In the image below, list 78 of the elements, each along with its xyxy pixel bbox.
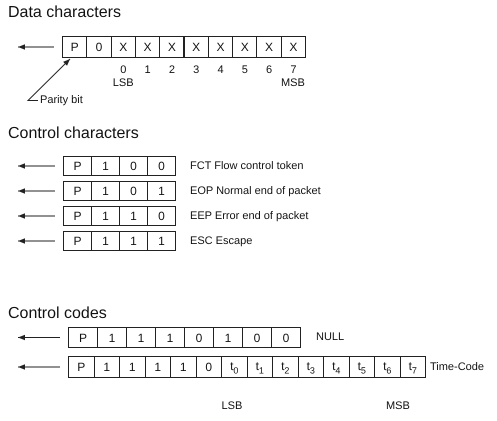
bit-field: P [63,206,92,226]
bit-field: 1 [170,356,196,378]
bit-field: t$_{2}$ [272,356,298,378]
bit-field: t$_{3}$ [298,356,324,378]
arrow [18,163,56,169]
bit-label: 4 [217,64,224,77]
code-description: FCT Flow control token [190,160,304,173]
bit-label: 5 [242,64,248,77]
bit-field: 1 [144,356,171,378]
bit-label: MSB [281,77,305,90]
arrow [18,364,60,370]
bit-field: X [110,36,136,58]
bit-field: 0 [119,181,148,201]
bit-field: 1 [97,327,127,348]
bit-field: P [63,181,92,201]
leader-text: Parity bit [40,94,83,107]
section-heading: Data characters [8,4,121,22]
section-heading: Control codes [8,305,107,323]
bit-field: 1 [155,327,185,348]
bit-field: 0 [184,327,214,348]
bit-field: 1 [213,327,243,348]
bit-label: LSB [112,77,134,90]
bit-field: t$_{0}$ [221,356,248,378]
arrow [18,44,54,50]
bit-field: t$_{7}$ [400,356,426,378]
code-description: ESC Escape [190,235,252,248]
bit-label: 3 [193,64,200,77]
bit-field: 0 [147,156,176,176]
leader-line [26,58,70,101]
arrow [18,213,56,219]
bit-field: t$_{1}$ [246,356,273,378]
bit-field: 1 [91,206,120,226]
bit-label: 6 [266,64,272,77]
bit-field: t$_{6}$ [374,356,400,378]
bit-field: 1 [91,156,120,176]
bit-label: 0 [120,64,126,77]
bit-field: 1 [126,327,156,348]
bit-field: P [68,356,94,378]
bit-field: X [134,36,160,58]
bit-field: X [232,36,258,58]
bit-field: X [280,36,306,58]
section-heading: Control characters [8,125,139,143]
code-description: Time-Code [430,361,484,374]
code-description: EOP Normal end of packet [190,185,321,198]
bit-field: 1 [147,231,176,251]
bit-field: 0 [196,356,222,378]
bit-field: t$_{5}$ [348,356,375,378]
bit-label: MSB [386,400,410,413]
arrow [18,334,60,340]
bit-field: 0 [119,156,148,176]
arrow [18,238,56,244]
bit-field: 0 [86,36,112,58]
bit-label: 2 [168,64,175,77]
bit-field: X [256,36,282,58]
bit-field: 1 [91,181,120,201]
bit-field: P [68,327,98,348]
bit-field: 1 [147,181,176,201]
arrow [18,188,56,194]
bit-label: 1 [144,64,151,77]
bit-field: 1 [119,206,148,226]
bit-label: LSB [222,400,242,413]
bit-field: 1 [94,356,120,378]
bit-field: 1 [91,231,120,251]
code-description: NULL [316,331,344,344]
bit-field: P [63,156,92,176]
bit-field: X [208,36,234,58]
bit-field: P [63,231,92,251]
bit-field: X [159,36,184,58]
code-description: EEP Error end of packet [190,210,308,223]
bit-field: X [184,36,209,58]
bit-field: P [62,36,88,58]
bit-field: 1 [119,356,146,378]
bit-field: t$_{4}$ [323,356,350,378]
bit-label: 7 [290,64,296,77]
bit-field: 0 [147,206,176,226]
bit-field: 1 [119,231,148,251]
bit-field: 0 [271,327,301,348]
bit-field: 0 [242,327,272,348]
